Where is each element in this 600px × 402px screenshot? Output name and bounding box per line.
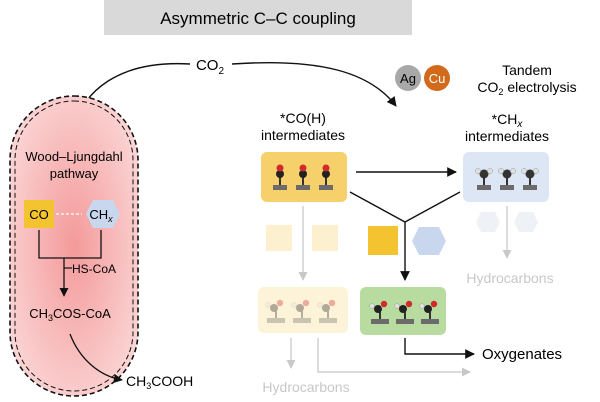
chx-hexagon-label: CHx bbox=[89, 207, 113, 224]
co2-label: CO2 bbox=[196, 57, 225, 77]
chx-hexagon bbox=[86, 200, 120, 228]
co-intermediates-line2: intermediates bbox=[261, 127, 345, 143]
pathway-capsule bbox=[9, 95, 139, 397]
co-box-label: CO bbox=[29, 207, 49, 222]
acetyl-coa-label: CH3COS-CoA bbox=[29, 306, 111, 323]
v-line-right bbox=[404, 191, 461, 223]
pathway-title-line1: Wood–Ljungdahl bbox=[25, 149, 122, 164]
hs-coa-label: HS-CoA bbox=[72, 262, 116, 276]
hydrocarbons-bottom-label: Hydrocarbons bbox=[262, 379, 349, 395]
v-line-left bbox=[349, 191, 406, 223]
chx-intermediates-line1: *CHx bbox=[492, 111, 524, 130]
mid-chx-hexagon bbox=[412, 227, 446, 255]
ag-label: Ag bbox=[400, 71, 416, 86]
acetate-label: CH3COOH bbox=[126, 373, 193, 391]
faded-hexagon-2 bbox=[514, 212, 538, 232]
cu-label: Cu bbox=[429, 71, 446, 86]
cu-sphere bbox=[424, 65, 450, 91]
tandem-label-line1: Tandem bbox=[502, 62, 552, 78]
mid-co-square bbox=[368, 226, 398, 255]
faded-square-2 bbox=[312, 225, 338, 251]
arrow-co2-to-tandem bbox=[231, 61, 397, 107]
co-intermediates-line1: *CO(H) bbox=[280, 110, 326, 126]
pathway-merge-line bbox=[38, 230, 102, 259]
arrow-to-acetate bbox=[69, 333, 123, 384]
tandem-label-line2: CO2 electrolysis bbox=[477, 79, 576, 97]
header-title: Asymmetric C–C coupling bbox=[160, 9, 356, 28]
faded-square-1 bbox=[266, 225, 292, 251]
ag-sphere bbox=[395, 65, 421, 91]
header-banner bbox=[104, 0, 412, 35]
hydrocarbons-right-label: Hydrocarbons bbox=[466, 270, 553, 286]
arrow-to-oxygenates bbox=[404, 338, 475, 359]
faded-arrow-to-right bbox=[317, 338, 471, 377]
oxygenates-label: Oxygenates bbox=[482, 346, 562, 363]
chx-intermediates-line2: intermediates bbox=[465, 128, 549, 144]
faded-hexagon-1 bbox=[476, 212, 500, 232]
co-box bbox=[24, 200, 54, 228]
pathway-capsule-inner bbox=[14, 100, 134, 392]
pathway-title-line2: pathway bbox=[50, 166, 99, 181]
